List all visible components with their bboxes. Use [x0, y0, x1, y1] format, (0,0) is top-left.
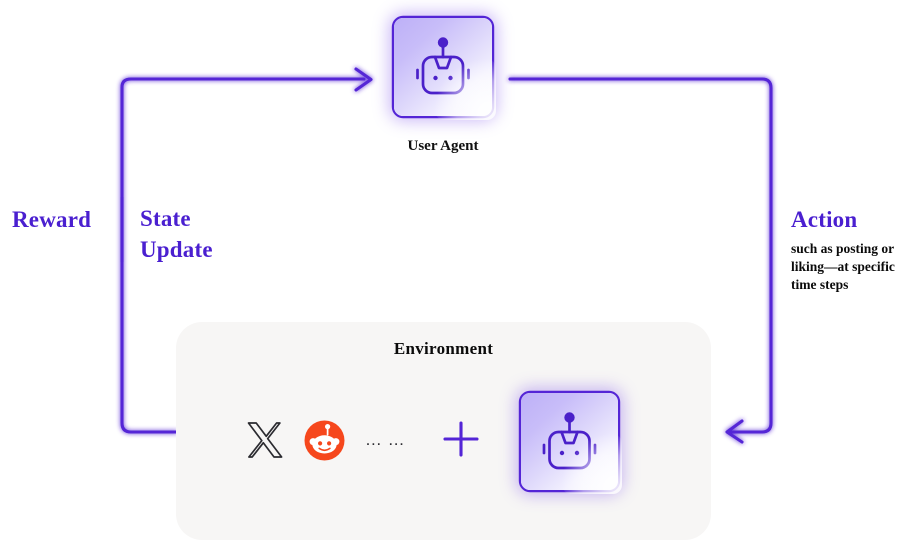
robot-eye-left	[559, 450, 565, 456]
reward-label: Reward	[12, 207, 92, 232]
user-agent-tile-background	[394, 18, 496, 120]
reddit-logo-icon[interactable]	[303, 419, 346, 462]
agent-node[interactable]: Agent	[521, 393, 622, 494]
robot-icon	[416, 37, 470, 95]
environment-title: Environment	[393, 339, 494, 358]
robot-antenna-dot	[437, 37, 449, 48]
robot-eye-left	[433, 75, 438, 81]
plus-sign-icon	[440, 416, 482, 462]
action-label: Action	[791, 207, 858, 232]
ellipsis-dots: … …	[364, 430, 406, 449]
robot-eye-right	[574, 450, 580, 456]
robot-icon	[542, 412, 597, 470]
agent-tile-background	[521, 393, 622, 494]
state-update-label: State Update	[140, 206, 213, 262]
user-agent-node[interactable]: User Agent	[394, 18, 496, 154]
user-agent-caption: User Agent	[407, 138, 479, 154]
robot-eye-right	[448, 75, 453, 81]
environment-panel: Environment	[176, 322, 711, 540]
x-logo-icon[interactable]	[243, 418, 287, 462]
action-description: such as posting or liking—at specific ti…	[791, 241, 895, 292]
robot-antenna-dot	[564, 412, 575, 423]
